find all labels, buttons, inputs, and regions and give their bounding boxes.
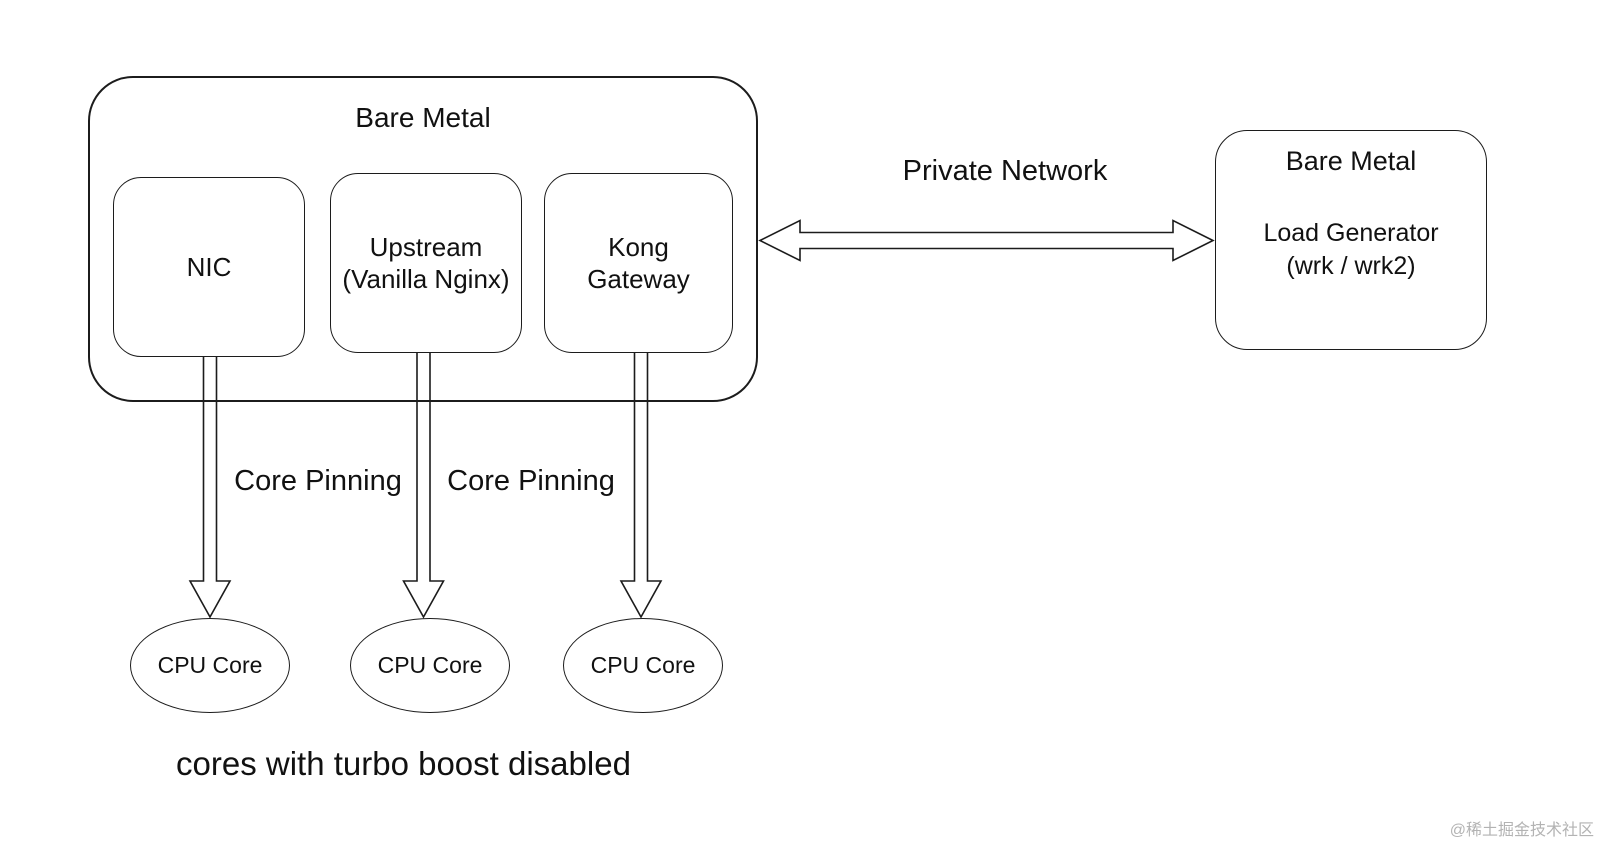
core-pinning-label-1: Core Pinning [234, 465, 402, 497]
cpu-core-ellipse-3: CPU Core [563, 618, 723, 713]
bare-metal-right-box: Bare Metal Load Generator (wrk / wrk2) [1215, 130, 1487, 350]
nic-node: NIC [113, 177, 305, 357]
watermark: @稀土掘金技术社区 [1449, 822, 1594, 839]
core-pinning-label-2: Core Pinning [447, 465, 615, 497]
cpu-core-ellipse-1: CPU Core [130, 618, 290, 713]
cpu-core-label-1: CPU Core [157, 652, 263, 678]
kong-gateway-node: Kong Gateway [544, 173, 733, 353]
bare-metal-right-title: Bare Metal [1285, 146, 1417, 176]
private-network-arrow [758, 219, 1215, 262]
kong-label: Kong [608, 231, 669, 262]
wrk-tools-label: (wrk / wrk2) [1286, 251, 1416, 280]
turbo-boost-footnote: cores with turbo boost disabled [176, 745, 631, 782]
private-network-label: Private Network [902, 155, 1108, 187]
cpu-core-ellipse-2: CPU Core [350, 618, 510, 713]
upstream-label: Upstream [369, 231, 483, 262]
nic-label: NIC [186, 251, 232, 282]
bare-metal-left-title: Bare Metal [355, 102, 491, 133]
upstream-node: Upstream (Vanilla Nginx) [330, 173, 522, 353]
load-generator-label: Load Generator [1263, 219, 1439, 248]
kong-sublabel: Gateway [587, 264, 690, 294]
cpu-core-label-2: CPU Core [377, 652, 483, 678]
upstream-sublabel: (Vanilla Nginx) [342, 264, 510, 294]
cpu-core-label-3: CPU Core [590, 652, 696, 678]
